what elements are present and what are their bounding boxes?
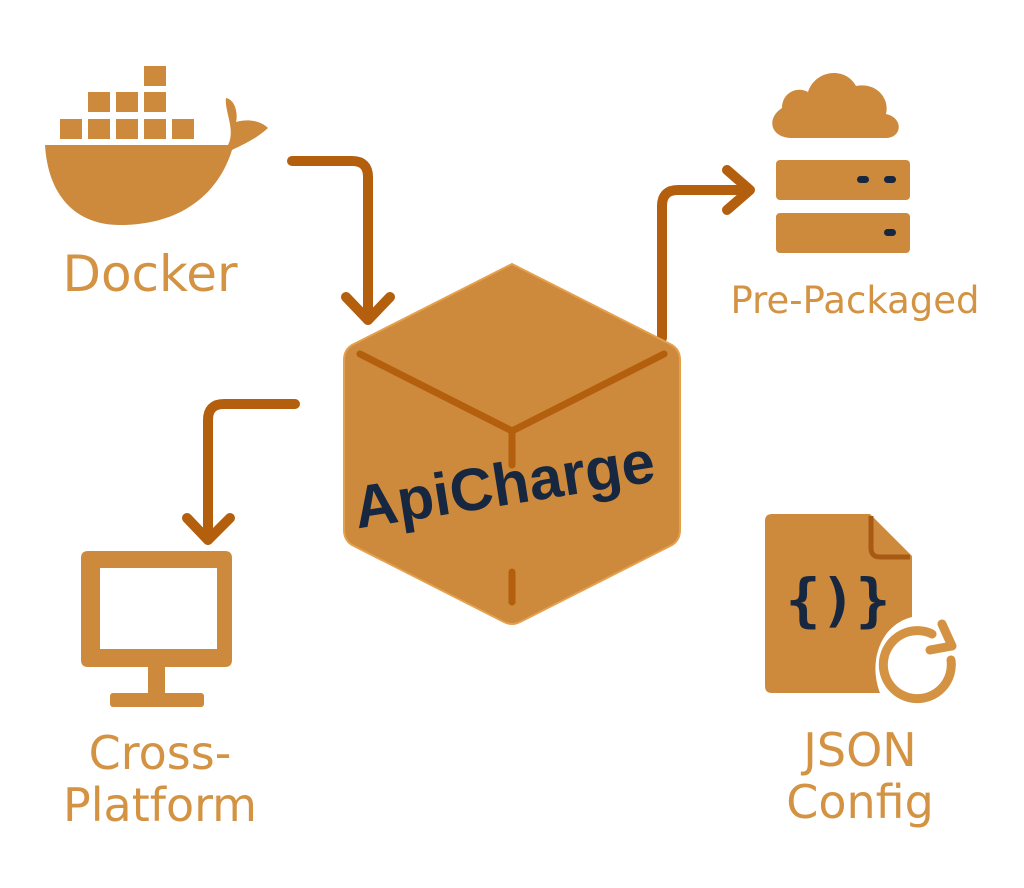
crossplatform-label-line1: Cross-	[88, 726, 232, 780]
arrow-docker-to-center	[287, 156, 395, 325]
docker-label: Docker	[62, 245, 238, 303]
docker-whale-icon	[45, 66, 268, 225]
monitor-icon	[81, 551, 232, 707]
refresh-icon	[878, 619, 957, 704]
arrow-center-to-crossplatform	[182, 399, 300, 545]
crossplatform-label: Cross- Platform	[40, 726, 280, 832]
json-file-refresh-icon: {)}	[765, 514, 957, 704]
jsonconfig-label-line1: JSON	[803, 723, 917, 777]
jsonconfig-label: JSON Config	[740, 723, 980, 829]
prepackaged-label: Pre-Packaged	[730, 279, 980, 322]
crossplatform-label-line2: Platform	[63, 777, 257, 832]
cloud-server-icon	[772, 73, 910, 253]
jsonconfig-label-line2: Config	[786, 774, 934, 829]
server-unit-bottom	[776, 213, 910, 253]
apicharge-box-icon	[343, 262, 681, 625]
server-unit-top	[776, 160, 910, 200]
json-braces-glyph: {)}	[786, 566, 891, 634]
cloud-icon	[772, 73, 899, 138]
arrow-center-to-prepackaged	[657, 165, 755, 343]
